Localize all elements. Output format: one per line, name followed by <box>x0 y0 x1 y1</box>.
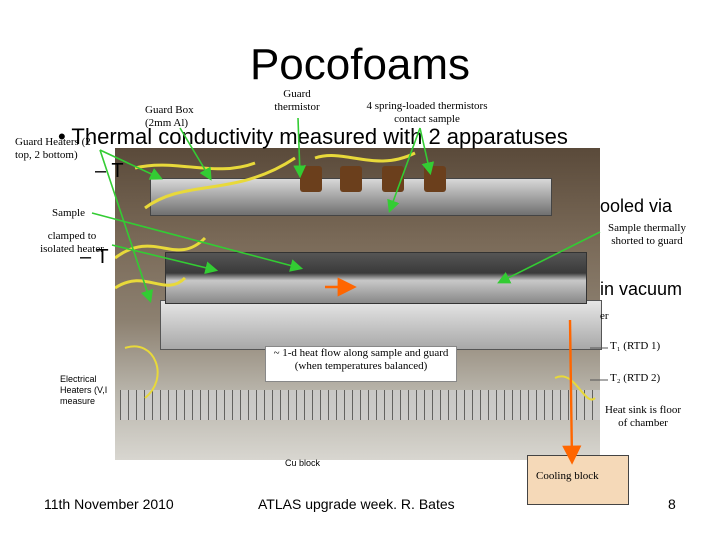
ruler-image <box>120 390 600 420</box>
wires-graphic <box>115 151 596 401</box>
label-electrical-heaters: Electrical Heaters (V,I measure <box>60 374 108 406</box>
footer-page-number: 8 <box>668 496 676 512</box>
arrow-thermistor-b <box>419 127 435 176</box>
text-fragment-vacuum: in vacuum <box>600 279 683 299</box>
bullet-icon: • <box>58 124 72 149</box>
apparatus-base <box>160 300 602 350</box>
thermistor-2 <box>340 166 362 192</box>
sample-plate <box>165 252 587 304</box>
bullet-text: Thermal conductivity measured with 2 app… <box>71 124 568 149</box>
arrow-clamped <box>111 244 219 274</box>
arrow-guard-heater-top <box>99 149 163 180</box>
label-guard-heaters: Guard Heaters (2 top, 2 bottom) <box>15 136 91 161</box>
text-fragment-er: er <box>600 310 609 322</box>
arrow-guard-box <box>179 127 212 181</box>
sub-bullet-1: – T <box>95 160 124 182</box>
arrow-guard-heater-bottom <box>99 149 154 304</box>
arrow-shorted <box>497 231 601 284</box>
sub-bullet-2: – T <box>80 246 109 268</box>
label-guard-thermistor: Guard thermistor <box>274 88 320 113</box>
label-cu-block: Cu block <box>285 458 321 468</box>
text-fragment-cooled: ooled via <box>600 196 673 216</box>
footer-event: ATLAS upgrade week. R. Bates <box>258 496 455 512</box>
label-sample: Sample <box>52 207 85 219</box>
arrow-guard-thermistor <box>293 117 307 179</box>
slide-title: Pocofoams <box>249 40 471 89</box>
label-guard-box: Guard Box (2mm Al) <box>145 104 194 129</box>
label-clamped-heater: clamped to isolated heater <box>40 230 104 255</box>
heat-flow-box: ~ 1-d heat flow along sample and guard (… <box>265 346 457 382</box>
label-sample-shorted: Sample thermally shorted to guard <box>608 222 686 247</box>
label-heat-sink: Heat sink is floor of chamber <box>604 404 682 429</box>
label-t1: T₁ (RTD 1) <box>610 340 661 352</box>
footer-date: 11th November 2010 <box>44 496 174 512</box>
label-cooling-block: Cooling block <box>536 470 599 482</box>
arrow-thermistor-a <box>387 127 421 214</box>
arrow-sample <box>91 212 304 272</box>
label-t2: T₂ (RTD 2) <box>610 372 661 384</box>
arrow-heat-flow-sink <box>562 319 582 465</box>
bullet-point: • Thermal conductivity measured with 2 a… <box>58 124 568 150</box>
label-spring-thermistors: 4 spring-loaded thermistors contact samp… <box>366 100 488 125</box>
